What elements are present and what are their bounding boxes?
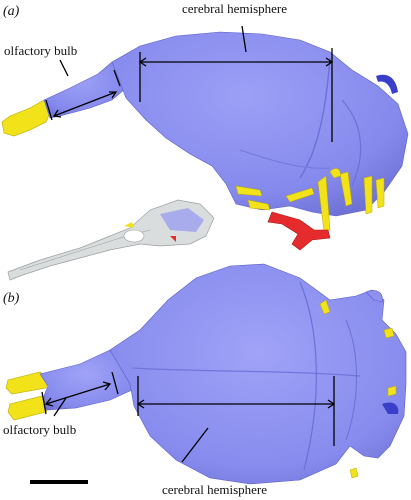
olfactory-bulb-tip-b-upper: [5, 371, 49, 395]
cranial-nerves-b: [319, 299, 397, 479]
panel-a-label: (a): [3, 4, 20, 19]
olfactory-tick-a: [113, 69, 121, 87]
brain-fold-b-2: [345, 319, 357, 441]
olfactory-arrowhead-left-a: [52, 109, 62, 118]
olfactory-tick-left-a: [45, 99, 53, 121]
olfactory-tick-b: [111, 371, 119, 395]
olfactory-arrowhead-right-b: [102, 381, 112, 391]
brain-fold-a-2: [341, 99, 362, 187]
inner-ear-b-upper: [365, 290, 383, 303]
annotations-a: [45, 25, 334, 142]
label-olfactory-bulb-b: olfactory bulb: [3, 422, 76, 437]
inner-ear-b-lower: [382, 402, 399, 414]
panel-b: (b): [3, 263, 407, 485]
cerebral-leader-b: [181, 427, 209, 463]
brain-body-b: [109, 263, 407, 485]
label-cerebral-hemisphere-b: cerebral hemisphere: [162, 482, 267, 497]
scale-bar: [30, 480, 88, 484]
olfactory-arrowhead-left-b: [44, 397, 54, 407]
olfactory-tick-left-b: [41, 391, 47, 415]
brain-midline-b: [131, 367, 361, 377]
cerebral-leader-a: [241, 25, 247, 53]
brain-body-a: [111, 31, 409, 217]
label-cerebral-hemisphere-a: cerebral hemisphere: [182, 1, 287, 16]
olfactory-leader-a: [59, 59, 69, 77]
olfactory-length-arrow-b: [45, 383, 111, 405]
brain-fold-b-1: [299, 281, 317, 471]
label-olfactory-bulb-a: olfactory bulb: [4, 43, 77, 58]
brain-fold-a-3: [239, 149, 331, 169]
olfactory-tract-b: [39, 349, 133, 411]
panel-b-label: (b): [3, 291, 20, 306]
skull-inset: [7, 199, 215, 281]
annotations-b: [41, 371, 336, 463]
inner-ear-a: [376, 74, 398, 94]
blood-vessel-a: [267, 211, 331, 251]
panel-a: (a): [1, 4, 409, 281]
olfactory-bulb-tip-a: [1, 99, 53, 137]
cranial-nerves-a: [235, 168, 385, 233]
brain-fold-a-1: [299, 57, 331, 179]
olfactory-leader-b: [53, 397, 67, 417]
olfactory-arrowhead-right-a: [109, 91, 118, 99]
olfactory-length-arrow-a: [53, 91, 117, 117]
